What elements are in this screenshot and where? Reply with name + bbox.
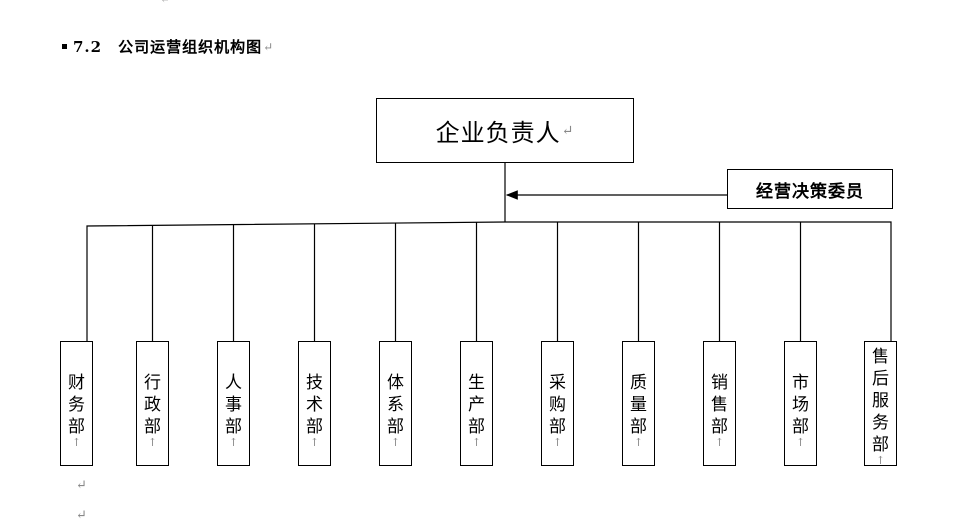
- cell-mark-icon: ↑: [552, 436, 563, 449]
- bullet-icon: [62, 44, 67, 49]
- node-decision-committee-label: 经营决策委员: [756, 181, 864, 202]
- department-connectors: [151, 222, 802, 341]
- node-enterprise-head: 企业负责人 ↵: [376, 98, 634, 163]
- cell-mark-icon: ↑: [471, 436, 482, 449]
- dept-system-label: 体系部: [387, 373, 404, 437]
- section-number: 7.2: [73, 37, 103, 56]
- section-heading: 7.2 公司运营组织机构图 ↵: [62, 36, 274, 57]
- cell-mark-icon: ↑: [795, 436, 806, 449]
- return-mark-top: ↵: [160, 0, 170, 6]
- cell-mark-icon: ↑: [147, 436, 158, 449]
- dept-technology: 技术部 ↑: [298, 341, 331, 466]
- paragraph-mark-icon: ↵: [76, 508, 87, 523]
- dept-admin: 行政部 ↑: [136, 341, 169, 466]
- node-enterprise-head-label: 企业负责人: [435, 119, 561, 147]
- cell-mark-icon: ↑: [228, 436, 239, 449]
- dept-marketing-label: 市场部: [792, 373, 809, 437]
- cell-mark-icon: ↑: [875, 454, 886, 467]
- cell-mark-icon: ↑: [71, 436, 82, 449]
- dept-system: 体系部 ↑: [379, 341, 412, 466]
- node-decision-committee: 经营决策委员: [727, 169, 893, 209]
- dept-admin-label: 行政部: [144, 373, 161, 437]
- dept-technology-label: 技术部: [306, 373, 323, 437]
- dept-finance-label: 财务部: [68, 373, 85, 437]
- cell-mark-icon: ↑: [390, 436, 401, 449]
- dept-hr-label: 人事部: [225, 373, 242, 437]
- dept-production-label: 生产部: [468, 373, 485, 437]
- return-mark-icon: ↵: [263, 39, 275, 54]
- section-title: 公司运营组织机构图: [118, 38, 263, 56]
- dept-purchasing: 采购部 ↑: [541, 341, 574, 466]
- paragraph-mark-icon: ↵: [76, 478, 87, 493]
- dept-sales-label: 销售部: [711, 373, 728, 437]
- dept-production: 生产部 ↑: [460, 341, 493, 466]
- dept-purchasing-label: 采购部: [549, 373, 566, 437]
- cell-mark-icon: ↑: [633, 436, 644, 449]
- return-mark-icon: ↵: [561, 122, 575, 139]
- dept-hr: 人事部 ↑: [217, 341, 250, 466]
- cell-mark-icon: ↑: [714, 436, 725, 449]
- dept-quality-label: 质量部: [630, 373, 647, 437]
- dept-after-sales-label: 售后服务部: [872, 347, 889, 455]
- dept-sales: 销售部 ↑: [703, 341, 736, 466]
- dept-quality: 质量部 ↑: [622, 341, 655, 466]
- cell-mark-icon: ↑: [309, 436, 320, 449]
- dept-marketing: 市场部 ↑: [784, 341, 817, 466]
- dept-finance: 财务部 ↑: [60, 341, 93, 466]
- department-bus-line: [86, 221, 892, 341]
- dept-after-sales: 售后服务部 ↑: [864, 341, 897, 466]
